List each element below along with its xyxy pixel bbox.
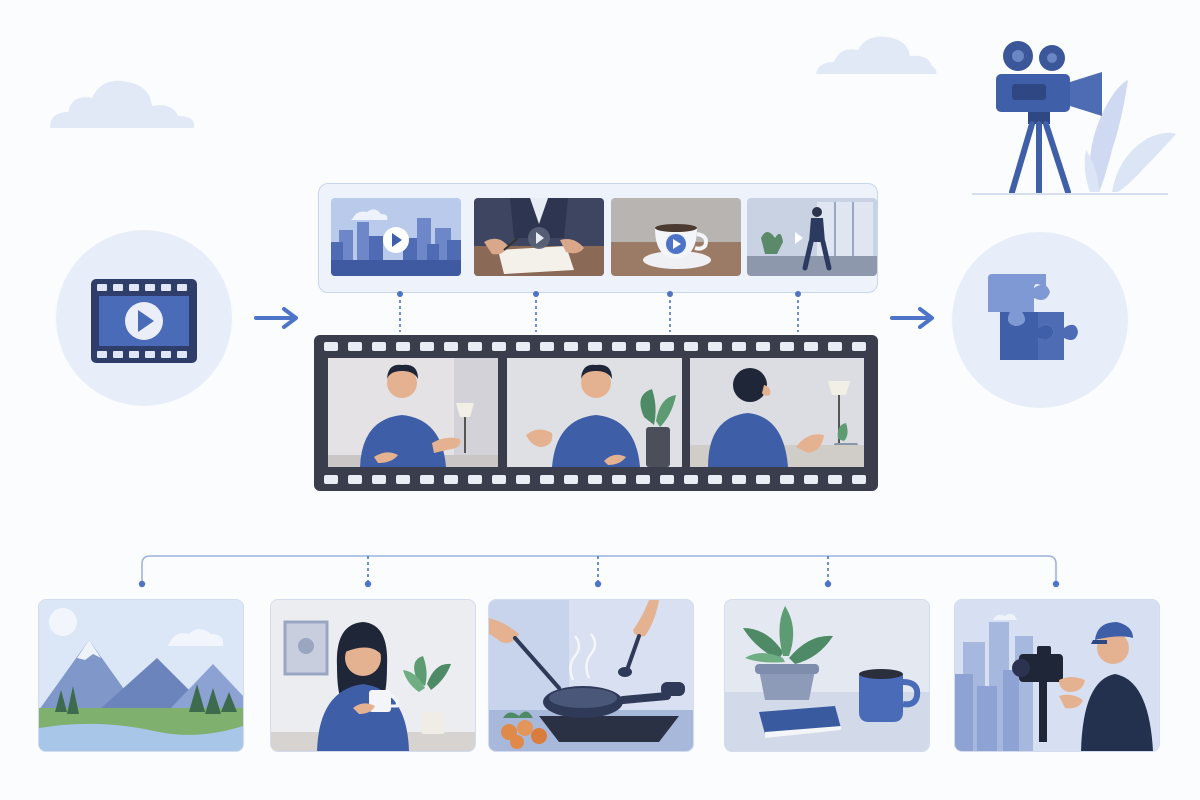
- cloud-top-decoration: [816, 36, 937, 74]
- thumbnail-coffee[interactable]: [611, 198, 741, 276]
- scene-card-videographer[interactable]: [954, 599, 1160, 752]
- cloud-left-decoration: [50, 80, 195, 128]
- puzzle-pieces-icon: [988, 274, 1078, 360]
- scene-card-plant-cup[interactable]: [724, 599, 930, 752]
- clip-thumbnail-strip: [318, 183, 878, 293]
- right-arrow-icon: [890, 307, 934, 329]
- film-frame-3: [690, 358, 864, 467]
- film-camera-icon: [972, 41, 1176, 195]
- thumbnail-connectors: [397, 291, 801, 332]
- video-play-icon: [91, 279, 197, 363]
- right-arrow-icon: [254, 307, 298, 329]
- film-frame-2: [507, 358, 682, 467]
- scene-card-cooking[interactable]: [488, 599, 694, 752]
- thumbnail-signing[interactable]: [474, 198, 604, 276]
- thumbnail-city[interactable]: [331, 198, 461, 276]
- scene-card-mountains[interactable]: [38, 599, 244, 752]
- film-strip: [314, 335, 878, 491]
- thumbnail-walking[interactable]: [747, 198, 877, 276]
- scene-card-woman-mug[interactable]: [270, 599, 476, 752]
- scene-connectors: [138, 555, 1060, 588]
- film-frame-1: [328, 358, 498, 467]
